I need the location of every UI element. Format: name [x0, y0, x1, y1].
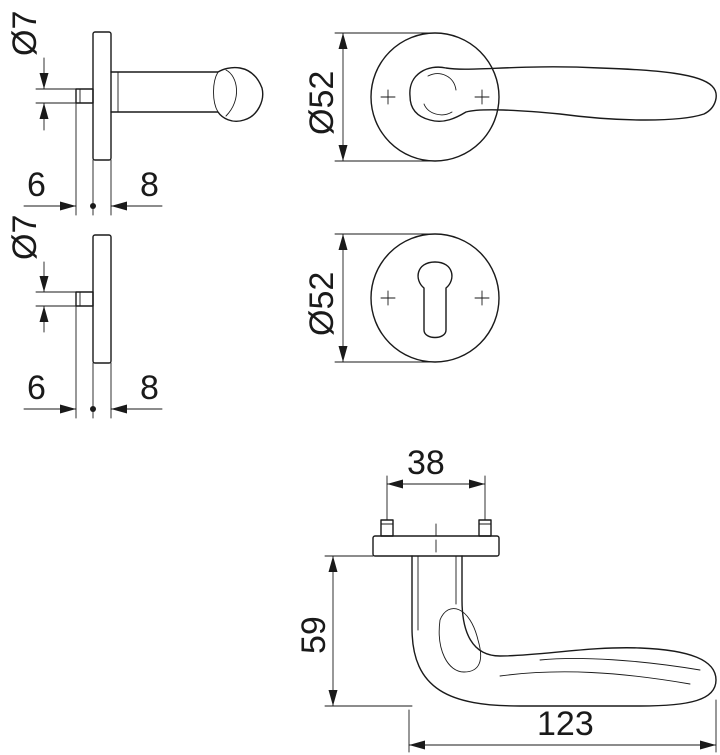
lever-height-label: 59	[295, 616, 333, 654]
fixing-distance-label: 38	[407, 444, 445, 482]
front-view-key-rose: Ø52	[303, 233, 500, 363]
right-offset-label-top: 8	[140, 166, 159, 204]
lever-length-label: 123	[537, 705, 594, 743]
pin-diameter-label-mid: Ø7	[6, 215, 44, 260]
side-view-lever: Ø7 6 8	[6, 11, 264, 216]
key-rose-diameter-label: Ø52	[303, 272, 341, 336]
lever-rose-diameter-label: Ø52	[303, 71, 341, 135]
right-offset-label-mid: 8	[140, 369, 159, 407]
top-view-lever: 38 59 123	[295, 444, 717, 753]
left-offset-label-mid: 6	[27, 369, 46, 407]
left-offset-label-top: 6	[27, 166, 46, 204]
pin-diameter-label-top: Ø7	[6, 11, 44, 56]
front-view-lever-rose: Ø52	[303, 32, 717, 162]
side-view-key-rose: Ø7 6 8	[6, 215, 163, 419]
